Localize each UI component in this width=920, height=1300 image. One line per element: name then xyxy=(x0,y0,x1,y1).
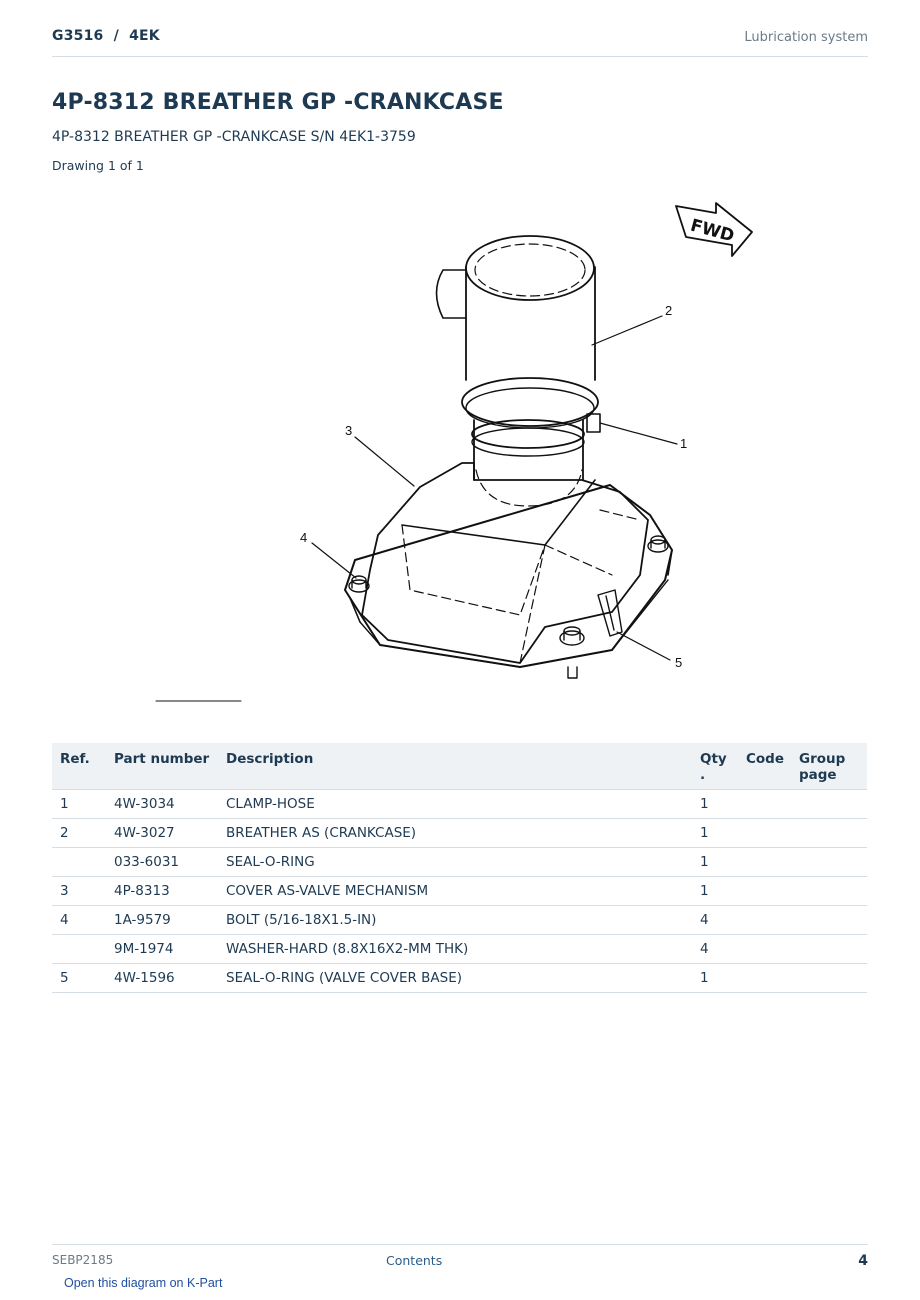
cell-group-page xyxy=(791,818,867,848)
col-qty: Qty . xyxy=(692,743,738,790)
cell-qty: 1 xyxy=(692,963,738,993)
cell-qty: 4 xyxy=(692,905,738,935)
bolt-right xyxy=(647,535,669,553)
col-part-number: Part number xyxy=(106,743,218,790)
col-ref: Ref. xyxy=(52,743,106,790)
cell-group-page xyxy=(791,876,867,906)
cell-part-number: 033-6031 xyxy=(106,847,218,877)
cell-description: CLAMP-HOSE xyxy=(218,789,692,819)
page-subtitle: 4P-8312 BREATHER GP -CRANKCASE S/N 4EK1-… xyxy=(52,129,416,145)
callout-2: 2 xyxy=(665,303,672,318)
cell-qty: 1 xyxy=(692,876,738,906)
table-header-row: Ref. Part number Description Qty . Code … xyxy=(52,743,867,790)
cell-group-page xyxy=(791,934,867,964)
cell-group-page xyxy=(791,963,867,993)
model-label: G3516 / 4EK xyxy=(52,28,160,44)
cell-group-page xyxy=(791,847,867,877)
col-description: Description xyxy=(218,743,692,790)
cell-code xyxy=(738,876,791,906)
col-code: Code xyxy=(738,743,791,790)
contents-link[interactable]: Contents xyxy=(386,1253,443,1268)
callout-5: 5 xyxy=(675,655,682,670)
valve-cover-body xyxy=(361,462,649,664)
cell-code xyxy=(738,963,791,993)
breather-neck xyxy=(473,419,584,481)
open-in-kpart-link[interactable]: Open this diagram on K-Part xyxy=(64,1276,223,1290)
breather-diagram: FWD xyxy=(155,202,753,702)
cell-ref: 5 xyxy=(52,963,106,993)
cell-code xyxy=(738,818,791,848)
col-group-page: Group page xyxy=(791,743,867,790)
cell-description: SEAL-O-RING (VALVE COVER BASE) xyxy=(218,963,692,993)
cell-code xyxy=(738,789,791,819)
cell-part-number: 4W-3027 xyxy=(106,818,218,848)
cell-qty: 1 xyxy=(692,789,738,819)
cell-description: WASHER-HARD (8.8X16X2-MM THK) xyxy=(218,934,692,964)
callout-1: 1 xyxy=(680,436,687,451)
cell-group-page xyxy=(791,905,867,935)
cell-qty: 1 xyxy=(692,847,738,877)
fwd-arrow-icon: FWD xyxy=(675,202,753,257)
document-id: SEBP2185 xyxy=(52,1253,114,1267)
callout-leaders xyxy=(311,315,678,661)
section-label: Lubrication system xyxy=(744,30,868,45)
page-title: 4P-8312 BREATHER GP -CRANKCASE xyxy=(52,90,504,115)
drawing-count: Drawing 1 of 1 xyxy=(52,158,144,173)
cell-description: BOLT (5/16-18X1.5-IN) xyxy=(218,905,692,935)
cell-description: BREATHER AS (CRANKCASE) xyxy=(218,818,692,848)
cell-ref: 3 xyxy=(52,876,106,906)
cell-description: COVER AS-VALVE MECHANISM xyxy=(218,876,692,906)
cell-part-number: 4W-3034 xyxy=(106,789,218,819)
cell-part-number: 4W-1596 xyxy=(106,963,218,993)
cell-part-number: 9M-1974 xyxy=(106,934,218,964)
callout-3: 3 xyxy=(345,423,352,438)
bolt-bottom-stud xyxy=(567,666,578,679)
parts-table: Ref. Part number Description Qty . Code … xyxy=(52,743,867,993)
cell-ref: 1 xyxy=(52,789,106,819)
seal-o-ring-detail xyxy=(597,589,623,637)
cell-description: SEAL-O-RING xyxy=(218,847,692,877)
page-number: 4 xyxy=(858,1253,868,1269)
cell-part-number: 1A-9579 xyxy=(106,905,218,935)
cell-ref: 2 xyxy=(52,818,106,848)
bolt-front xyxy=(559,626,585,646)
valve-cover-base xyxy=(344,484,673,668)
cell-ref xyxy=(52,847,106,877)
bolt-left xyxy=(348,575,370,593)
cell-ref: 4 xyxy=(52,905,106,935)
cell-part-number: 4P-8313 xyxy=(106,876,218,906)
cell-qty: 4 xyxy=(692,934,738,964)
page-footer: SEBP2185 Contents 4 xyxy=(52,1244,868,1269)
cell-code xyxy=(738,847,791,877)
cell-qty: 1 xyxy=(692,818,738,848)
cell-group-page xyxy=(791,789,867,819)
callout-4: 4 xyxy=(300,530,307,545)
cell-ref xyxy=(52,934,106,964)
cell-code xyxy=(738,905,791,935)
breather-canister xyxy=(435,235,599,429)
cell-code xyxy=(738,934,791,964)
page-header: G3516 / 4EK Lubrication system xyxy=(52,28,868,57)
